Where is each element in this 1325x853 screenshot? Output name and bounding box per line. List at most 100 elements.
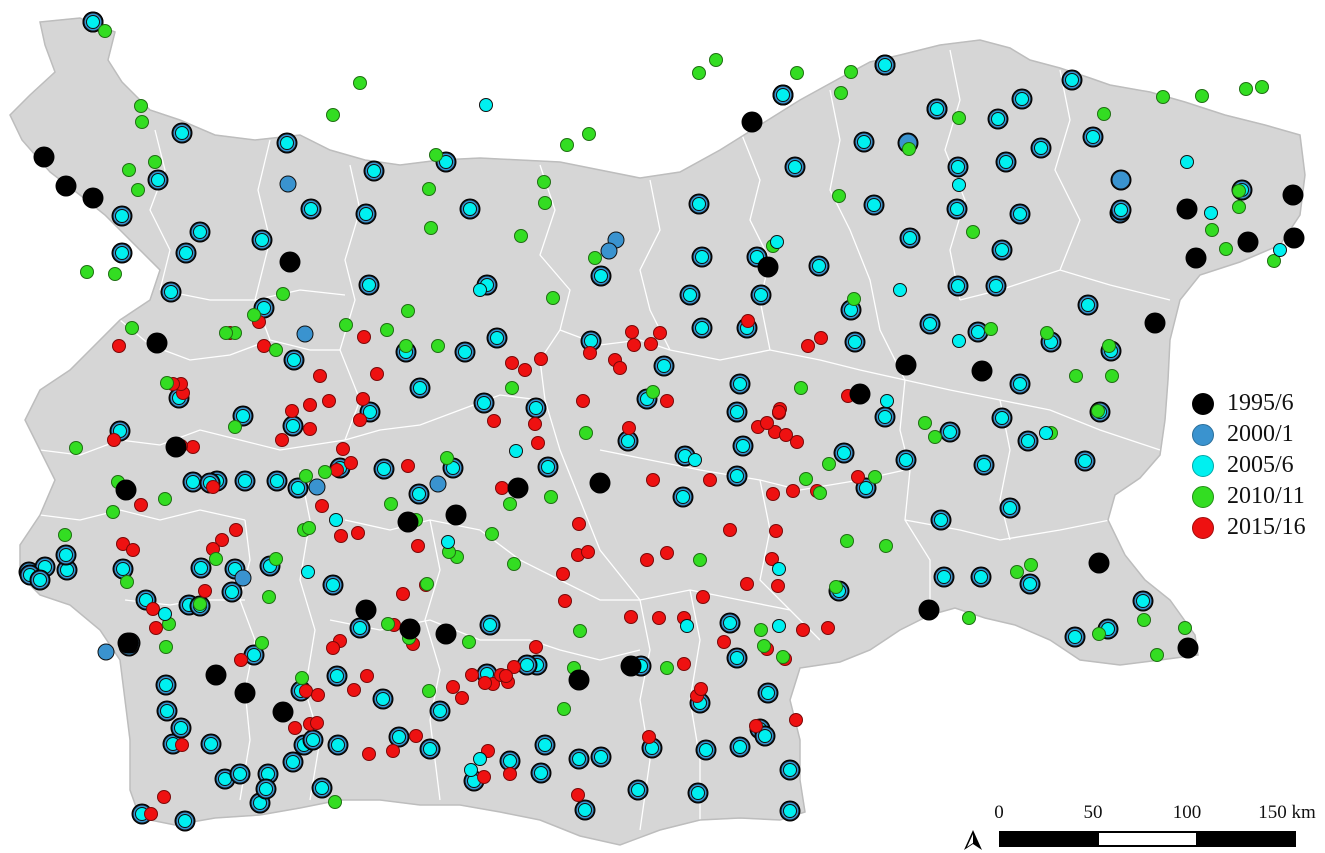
- station-marker: [950, 202, 964, 216]
- station-marker: [59, 548, 73, 562]
- station-marker: [440, 451, 454, 465]
- station-marker: [380, 323, 394, 337]
- station-marker: [117, 632, 139, 654]
- station-marker: [409, 729, 423, 743]
- station-marker: [868, 470, 882, 484]
- station-marker: [115, 246, 129, 260]
- station-marker: [709, 53, 723, 67]
- station-marker: [1091, 404, 1105, 418]
- station-marker: [302, 521, 316, 535]
- legend-swatch-2000: [1192, 423, 1214, 446]
- station-marker: [1034, 141, 1048, 155]
- station-marker: [439, 155, 453, 169]
- station-marker: [86, 15, 100, 29]
- station-marker: [397, 511, 419, 533]
- station-marker: [1137, 613, 1151, 627]
- station-marker: [229, 523, 243, 537]
- legend-label-2015: 2015/16: [1227, 514, 1306, 540]
- station-marker: [1144, 312, 1166, 334]
- station-marker: [329, 513, 343, 527]
- station-marker: [1013, 207, 1027, 221]
- station-marker: [518, 363, 532, 377]
- station-marker: [918, 599, 940, 621]
- station-marker: [82, 187, 104, 209]
- station-marker: [829, 580, 843, 594]
- station-marker: [531, 436, 545, 450]
- station-marker: [490, 331, 504, 345]
- station-marker: [315, 499, 329, 513]
- legend-item-2015: 2015/16: [1192, 512, 1306, 543]
- station-marker: [582, 127, 596, 141]
- station-marker: [579, 426, 593, 440]
- station-marker: [568, 669, 590, 691]
- station-marker: [534, 352, 548, 366]
- station-marker: [505, 381, 519, 395]
- station-marker: [280, 136, 294, 150]
- station-marker: [834, 86, 848, 100]
- station-marker: [98, 24, 112, 38]
- station-markers: [18, 11, 1305, 832]
- scale-segment-2: [1098, 833, 1197, 845]
- station-marker: [788, 160, 802, 174]
- station-marker: [1010, 565, 1024, 579]
- station-marker: [660, 394, 674, 408]
- station-marker: [776, 88, 790, 102]
- station-marker: [209, 552, 223, 566]
- station-marker: [313, 369, 327, 383]
- station-marker: [694, 682, 708, 696]
- station-marker: [529, 401, 543, 415]
- station-marker: [786, 484, 800, 498]
- station-marker: [796, 623, 810, 637]
- station-marker: [279, 251, 301, 273]
- station-marker: [186, 475, 200, 489]
- station-marker: [657, 359, 671, 373]
- station-marker: [1040, 326, 1054, 340]
- station-marker: [270, 474, 284, 488]
- station-marker: [115, 209, 129, 223]
- station-marker: [1239, 82, 1253, 96]
- station-marker: [680, 619, 694, 633]
- station-marker: [844, 65, 858, 79]
- legend-swatch-2005: [1192, 454, 1214, 477]
- station-marker: [477, 770, 491, 784]
- station-marker: [234, 682, 256, 704]
- station-marker: [1024, 558, 1038, 572]
- station-marker: [134, 498, 148, 512]
- station-marker: [357, 330, 371, 344]
- station-marker: [1282, 184, 1304, 206]
- station-marker: [262, 590, 276, 604]
- station-marker: [1065, 73, 1079, 87]
- station-marker: [859, 481, 873, 495]
- station-marker: [279, 175, 297, 193]
- station-marker: [528, 417, 542, 431]
- station-marker: [772, 619, 786, 633]
- station-marker: [534, 766, 548, 780]
- station-marker: [1178, 621, 1192, 635]
- station-marker: [507, 477, 529, 499]
- legend-item-2005: 2005/6: [1192, 450, 1306, 481]
- station-marker: [134, 99, 148, 113]
- station-marker: [330, 669, 344, 683]
- station-marker: [962, 611, 976, 625]
- station-marker: [120, 575, 134, 589]
- station-marker: [362, 747, 376, 761]
- legend-label-2010: 2010/11: [1227, 483, 1305, 509]
- legend-label-2000: 2000/1: [1227, 421, 1294, 447]
- station-marker: [765, 552, 779, 566]
- station-marker: [304, 202, 318, 216]
- station-marker: [814, 331, 828, 345]
- station-marker: [1068, 630, 1082, 644]
- station-marker: [296, 325, 314, 343]
- station-marker: [514, 229, 528, 243]
- station-marker: [175, 126, 189, 140]
- station-marker: [1180, 155, 1194, 169]
- station-marker: [401, 459, 415, 473]
- station-marker: [299, 469, 313, 483]
- station-marker: [1039, 426, 1053, 440]
- station-marker: [971, 360, 993, 382]
- station-marker: [303, 398, 317, 412]
- station-marker: [503, 767, 517, 781]
- station-marker: [770, 235, 784, 249]
- station-marker: [116, 562, 130, 576]
